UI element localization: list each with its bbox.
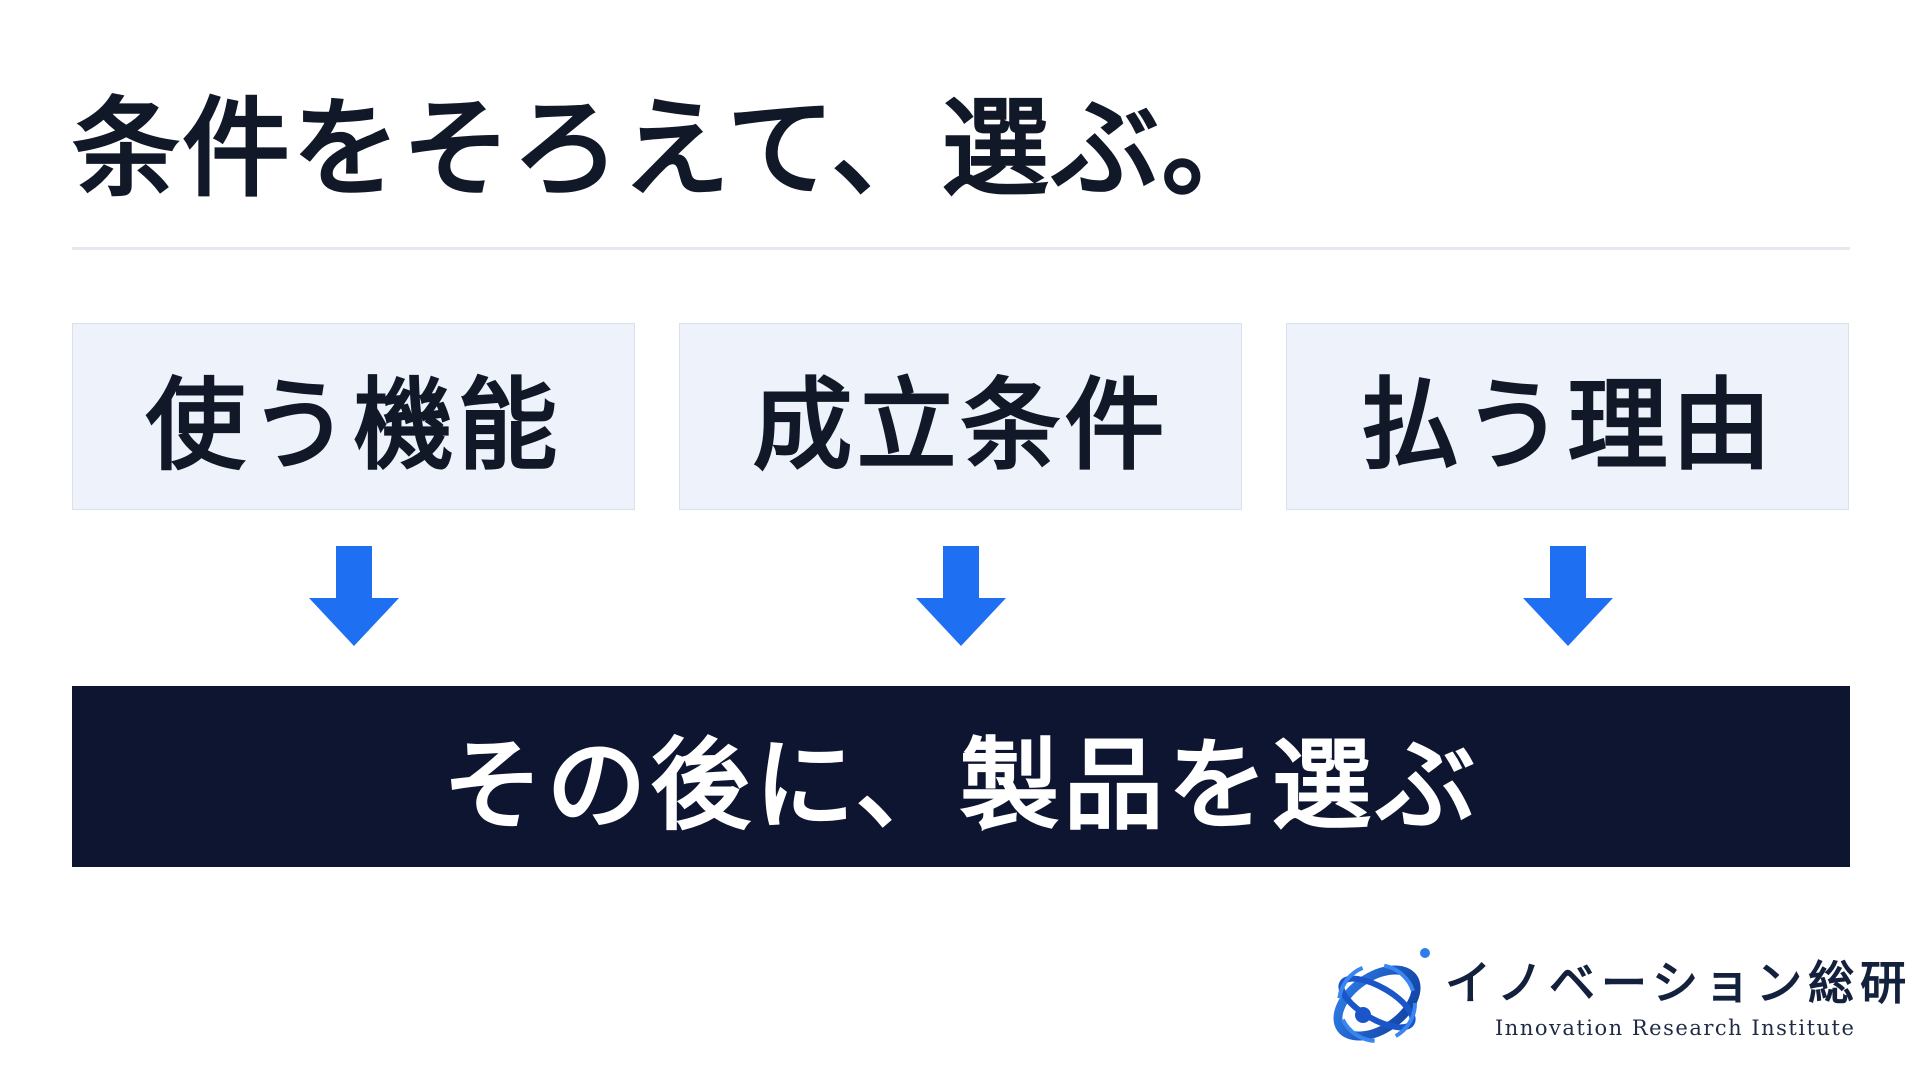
arrow-down-icon [309,546,399,646]
arrow-down-icon [916,546,1006,646]
logo-name-jp: イノベーション総研 [1445,956,1913,1010]
logo-name-en: Innovation Research Institute [1495,1016,1856,1040]
result-box: その後に、製品を選ぶ [72,686,1850,867]
condition-box-requirements: 成立条件 [679,323,1242,510]
slide-title: 条件をそろえて、選ぶ。 [72,87,1272,212]
title-divider [72,247,1850,250]
orbit-logo-icon [1333,948,1430,1043]
condition-box-reasons: 払う理由 [1286,323,1849,510]
arrow-down-icon [1523,546,1613,646]
condition-box-features: 使う機能 [72,323,635,510]
company-logo: イノベーション総研 Innovation Research Institute [1325,945,1906,1055]
